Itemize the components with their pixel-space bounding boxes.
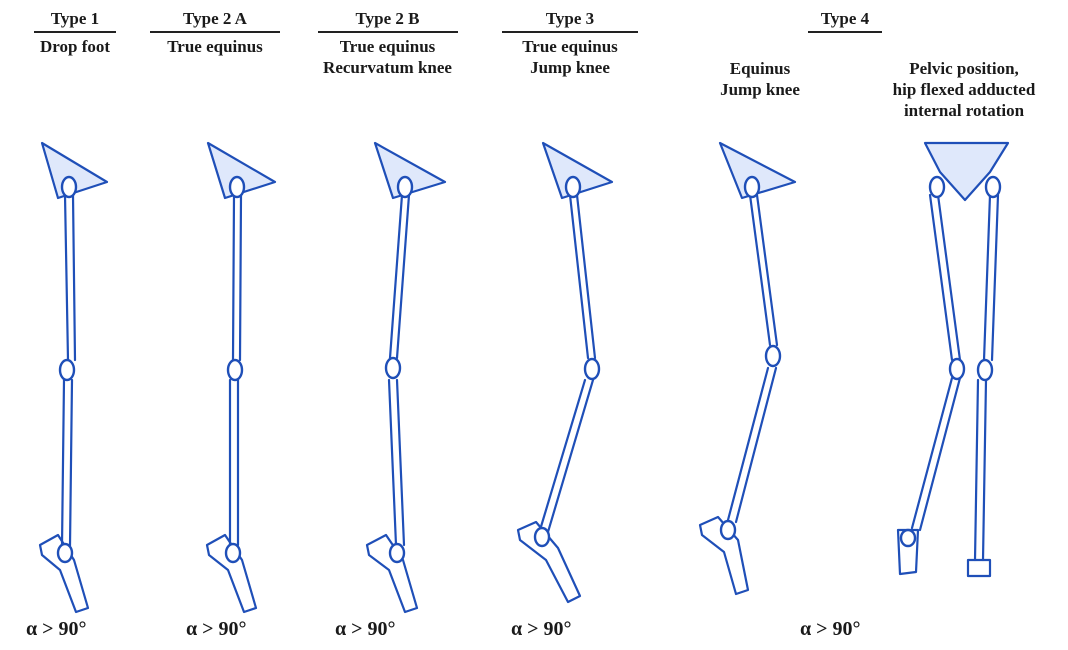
type-2a-knee-joint [226, 358, 244, 382]
type-2a-thigh [231, 193, 243, 362]
type-1-knee-joint [58, 358, 76, 382]
type-2b-shank [387, 378, 406, 547]
type-1-leg [38, 141, 109, 614]
type-3-header: Type 3 True equinus Jump knee [495, 8, 645, 78]
type-4-pelvic-right-hip-joint [984, 175, 1002, 199]
type-1-line-1: Drop foot [39, 37, 111, 56]
type-1-hip-joint [60, 175, 78, 199]
type-4-pelvic-right-shank [973, 378, 988, 562]
type-4-left-line-1: Equinus [729, 59, 791, 78]
type-2b-rule [317, 31, 458, 33]
type-3-line-1: True equinus [522, 37, 618, 56]
type-4-pelvic-left-ankle-joint [899, 528, 917, 548]
type-4-left-leg [698, 141, 797, 596]
type-1-pelvis [40, 141, 109, 200]
type-2a-foot [205, 533, 258, 614]
type-1-foot [38, 533, 90, 614]
type-1-rule [34, 31, 116, 33]
type-2b-ankle-joint [388, 542, 406, 564]
type-3-alpha-label: α > 90° [511, 618, 572, 640]
type-3-shank [538, 378, 595, 534]
type-3-title: Type 3 [545, 9, 595, 28]
type-4-left-pelvis [718, 141, 797, 200]
type-4-right-caption: Pelvic position, hip flexed adducted int… [862, 58, 1066, 121]
type-1-title: Type 1 [50, 9, 100, 28]
type-4-title-block: Type 4 [790, 8, 900, 36]
type-2b-title: Type 2 B [355, 9, 420, 28]
type-2a-line-1: True equinus [167, 37, 263, 56]
type-4-left-shank [726, 366, 778, 524]
type-4-left-caption: Equinus Jump knee [695, 58, 825, 100]
type-3-pelvis [541, 141, 614, 200]
type-3-hip-joint [564, 175, 582, 199]
type-4-pelvic-left-knee-joint [948, 357, 966, 381]
type-4-right-line-2: hip flexed adducted [892, 80, 1036, 99]
type-4-pelvic-figure [896, 141, 1010, 578]
type-2a-leg [205, 141, 277, 614]
type-4-left-line-2: Jump knee [720, 80, 800, 99]
type-2a-pelvis [206, 141, 277, 200]
type-4-pelvic-right-knee-joint [976, 358, 994, 382]
type-3-leg [516, 141, 614, 604]
type-2a-header: Type 2 A True equinus [140, 8, 290, 57]
type-4-pelvic-left-hip-joint [928, 175, 946, 199]
type-2b-pelvis [373, 141, 447, 200]
type-4-left-knee-joint [764, 344, 782, 368]
type-2b-header: Type 2 B True equinus Recurvatum knee [295, 8, 480, 78]
type-1-thigh [63, 193, 77, 362]
type-4-right-line-3: internal rotation [903, 101, 1025, 120]
type-2a-alpha-label: α > 90° [186, 618, 247, 640]
type-4-rule [808, 31, 882, 33]
type-4-left-hip-joint [743, 175, 761, 199]
type-2a-hip-joint [228, 175, 246, 199]
type-4-right-line-1: Pelvic position, [909, 59, 1019, 78]
type-4-left-ankle-joint [719, 519, 737, 541]
type-3-knee-joint [583, 357, 601, 381]
type-4-left-thigh [748, 193, 779, 347]
type-2b-hip-joint [396, 175, 414, 199]
type-1-header: Type 1 Drop foot [25, 8, 125, 57]
type-3-thigh [568, 193, 597, 360]
type-2a-title: Type 2 A [183, 9, 247, 28]
type-2b-foot [365, 533, 419, 614]
type-1-ankle-joint [56, 542, 74, 564]
type-4-pelvis [923, 141, 1010, 202]
type-2a-shank [228, 378, 240, 547]
type-2b-knee-joint [384, 356, 402, 380]
type-4-title: Type 4 [820, 9, 870, 28]
type-2b-line-1: True equinus [339, 37, 436, 56]
type-4-pelvic-right-foot [966, 558, 992, 578]
type-2a-rule [150, 31, 280, 33]
type-3-line-2: Jump knee [530, 58, 610, 77]
type-2a-ankle-joint [224, 542, 242, 564]
type-4-pelvic-left-thigh [928, 193, 962, 362]
type-2b-line-2: Recurvatum knee [323, 58, 452, 77]
type-3-ankle-joint [533, 526, 551, 548]
type-4-alpha-label: α > 90° [800, 618, 861, 640]
type-4-pelvic-right-thigh [982, 193, 1000, 362]
type-2b-thigh [388, 193, 411, 360]
type-4-left-foot [698, 515, 750, 596]
type-2b-leg [365, 141, 447, 614]
type-3-foot [516, 520, 582, 604]
type-3-rule [502, 31, 638, 33]
type-1-shank [60, 378, 74, 548]
type-4-pelvic-left-shank [910, 376, 962, 532]
type-2b-alpha-label: α > 90° [335, 618, 396, 640]
type-1-alpha-label: α > 90° [26, 618, 87, 640]
